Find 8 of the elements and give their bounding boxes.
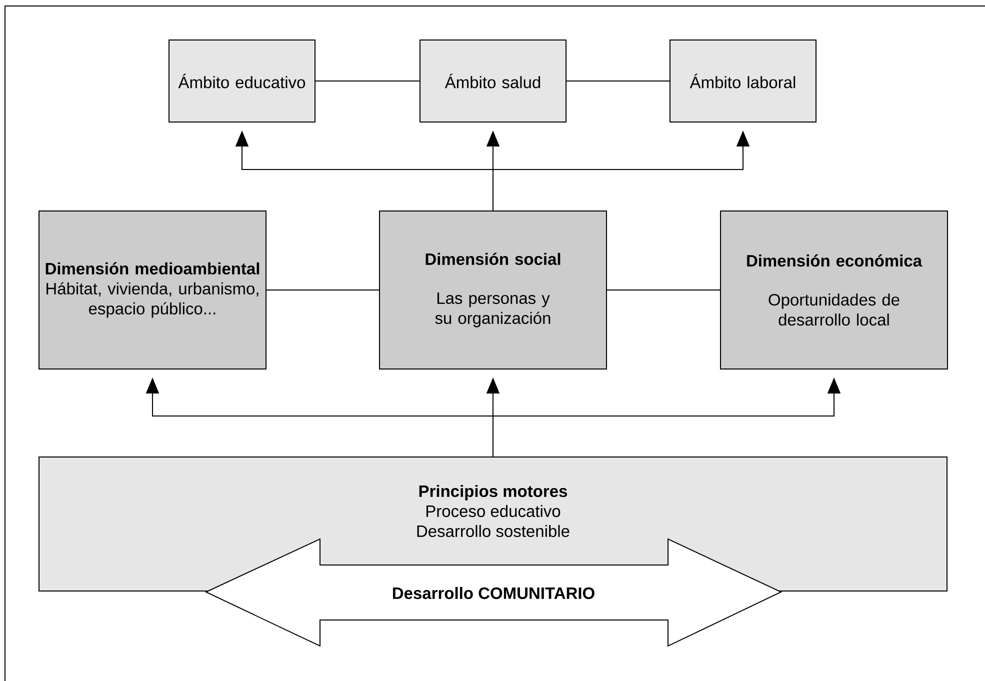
area-box: Ámbito educativo [168,40,316,122]
dimension-box: Dimensión económica Oportunidades de desarrollo local [720,210,948,370]
dimension-box: Dimensión medioambiental Hábitat, vivienda, urbanismo, espacio público... [38,210,266,370]
connector-line [566,80,670,82]
dimension-box: Dimensión social Las personas y su organización [379,210,607,370]
area-box: Ámbito laboral [670,40,816,122]
connector-line [315,80,420,82]
area-box: Ámbito salud [420,40,566,122]
